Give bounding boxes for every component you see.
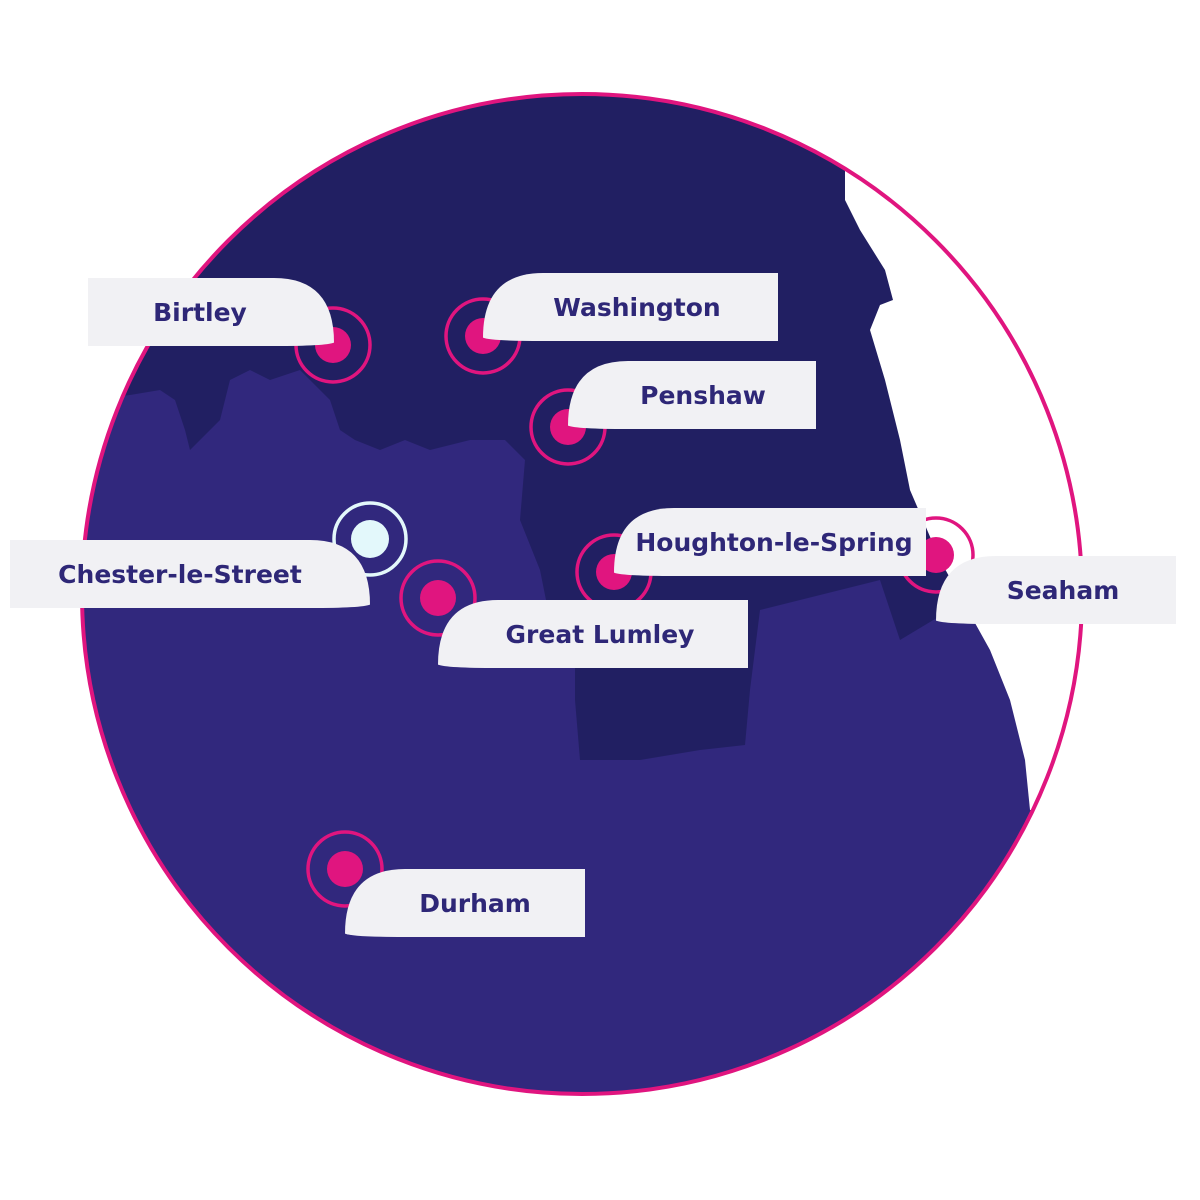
location-name: Houghton-le-Spring xyxy=(635,528,912,557)
location-label-washington[interactable]: Washington xyxy=(483,273,778,341)
location-label-birtley[interactable]: Birtley xyxy=(88,278,334,346)
location-labels: Birtley WashingtonPenshawChester-le-Stree… xyxy=(10,273,1176,937)
location-name: Penshaw xyxy=(640,381,766,410)
label-box xyxy=(568,361,816,429)
location-name: Washington xyxy=(553,293,720,322)
location-pin-icon[interactable] xyxy=(306,830,384,908)
location-label-chester-le-street[interactable]: Chester-le-Street xyxy=(10,540,370,608)
location-name: Chester-le-Street xyxy=(58,560,302,589)
location-name: Great Lumley xyxy=(506,620,695,649)
label-box xyxy=(936,556,1176,624)
location-pin-icon[interactable] xyxy=(332,501,408,577)
location-label-durham[interactable]: Durham xyxy=(345,869,585,937)
location-label-houghton-le-spring[interactable]: Houghton-le-Spring xyxy=(614,508,926,576)
label-box xyxy=(88,278,334,346)
label-box xyxy=(614,508,926,576)
land-dark-region xyxy=(82,94,950,760)
location-label-seaham[interactable]: Seaham xyxy=(936,556,1176,624)
label-box xyxy=(345,869,585,937)
location-name: Seaham xyxy=(1007,576,1120,605)
label-box xyxy=(483,273,778,341)
location-pin-icon[interactable] xyxy=(399,559,477,637)
location-name: Birtley xyxy=(153,298,247,327)
location-name: Durham xyxy=(419,889,531,918)
location-label-penshaw[interactable]: Penshaw xyxy=(568,361,816,429)
label-box xyxy=(438,600,748,668)
location-markers xyxy=(294,297,975,908)
label-box xyxy=(10,540,370,608)
location-label-great-lumley[interactable]: Great Lumley xyxy=(438,600,748,668)
